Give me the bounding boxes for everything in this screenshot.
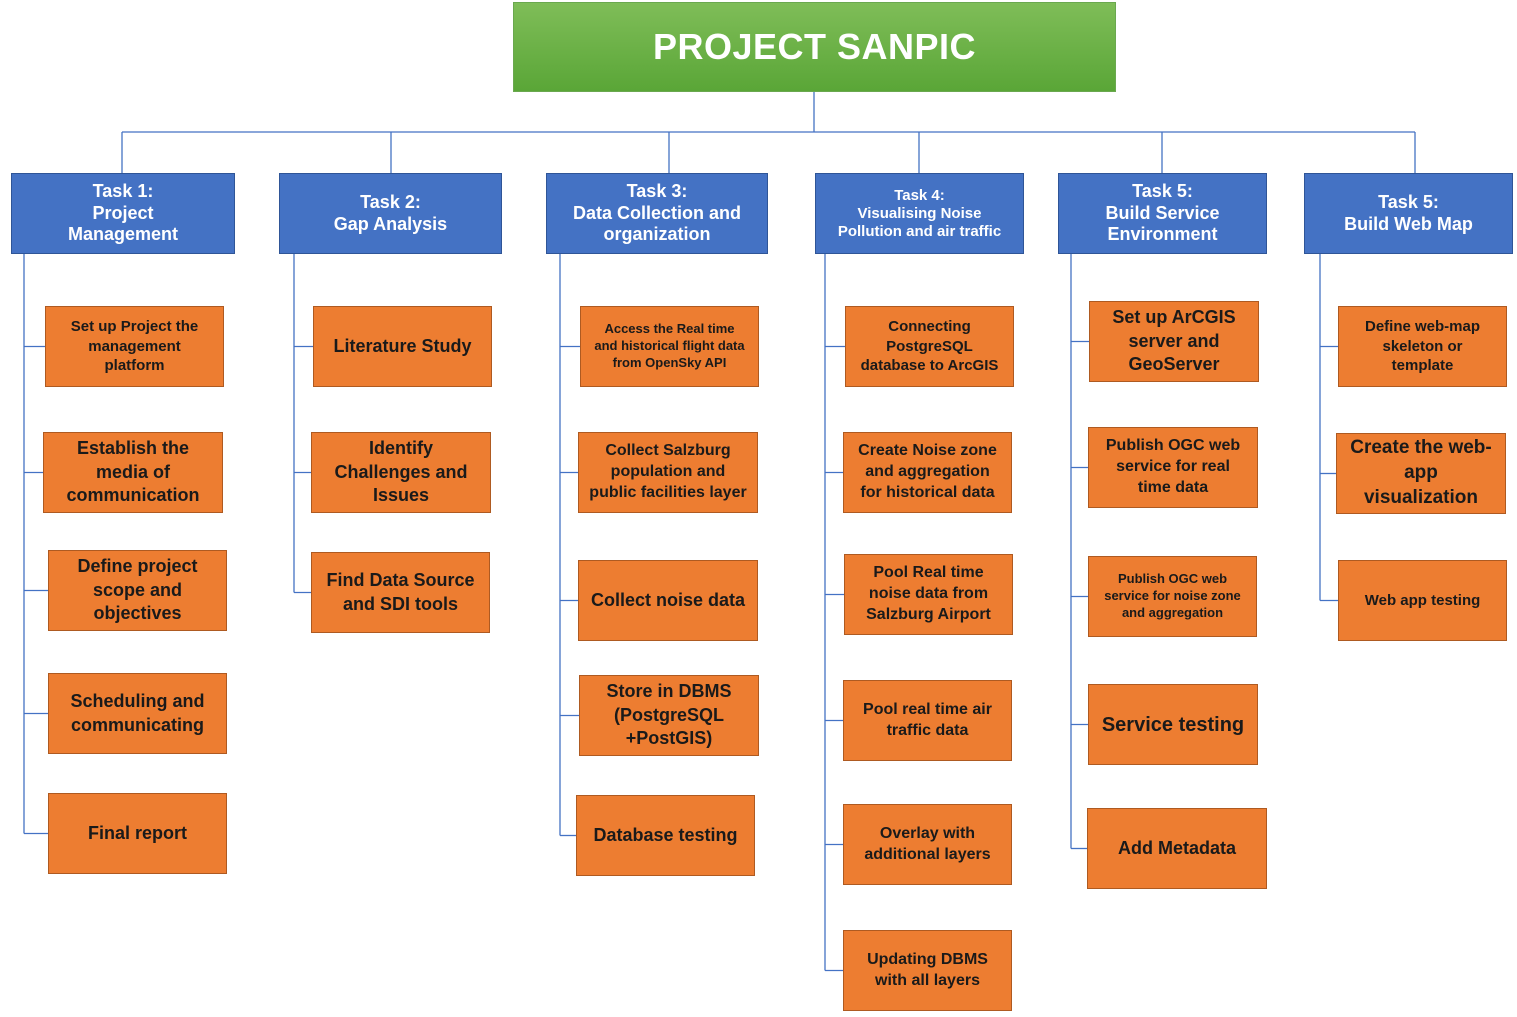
task-6-item-2: Create the web- app visualization (1336, 433, 1506, 514)
task-2-item-1: Literature Study (313, 306, 492, 387)
task-4-item-4: Pool real time air traffic data (843, 680, 1012, 761)
task-2-header: Task 2: Gap Analysis (279, 173, 502, 254)
task-5-item-5: Add Metadata (1087, 808, 1267, 889)
task-4-header: Task 4: Visualising Noise Pollution and … (815, 173, 1024, 254)
task-1-header: Task 1: Project Management (11, 173, 235, 254)
task-5-header: Task 5: Build Service Environment (1058, 173, 1267, 254)
task-3-item-2: Collect Salzburg population and public f… (578, 432, 758, 513)
task-3-header: Task 3: Data Collection and organization (546, 173, 768, 254)
task-3-item-4: Store in DBMS (PostgreSQL +PostGIS) (579, 675, 759, 756)
task-2-item-3: Find Data Source and SDI tools (311, 552, 490, 633)
task-6-item-1: Define web-map skeleton or template (1338, 306, 1507, 387)
task-3-item-3: Collect noise data (578, 560, 758, 641)
task-5-item-2: Publish OGC web service for real time da… (1088, 427, 1258, 508)
task-5-item-3: Publish OGC web service for noise zone a… (1088, 556, 1257, 637)
task-4-item-1: Connecting PostgreSQL database to ArcGIS (845, 306, 1014, 387)
task-1-item-2: Establish the media of communication (43, 432, 223, 513)
task-1-item-1: Set up Project the management platform (45, 306, 224, 387)
task-3-item-5: Database testing (576, 795, 755, 876)
task-4-item-6: Updating DBMS with all layers (843, 930, 1012, 1011)
project-title: PROJECT SANPIC (513, 2, 1116, 92)
task-1-item-4: Scheduling and communicating (48, 673, 227, 754)
task-1-item-5: Final report (48, 793, 227, 874)
task-1-item-3: Define project scope and objectives (48, 550, 227, 631)
task-6-item-3: Web app testing (1338, 560, 1507, 641)
task-5-item-1: Set up ArCGIS server and GeoServer (1089, 301, 1259, 382)
task-4-item-3: Pool Real time noise data from Salzburg … (844, 554, 1013, 635)
task-6-header: Task 5: Build Web Map (1304, 173, 1513, 254)
task-3-item-1: Access the Real time and historical flig… (580, 306, 759, 387)
task-4-item-5: Overlay with additional layers (843, 804, 1012, 885)
task-5-item-4: Service testing (1088, 684, 1258, 765)
task-2-item-2: Identify Challenges and Issues (311, 432, 491, 513)
task-4-item-2: Create Noise zone and aggregation for hi… (843, 432, 1012, 513)
